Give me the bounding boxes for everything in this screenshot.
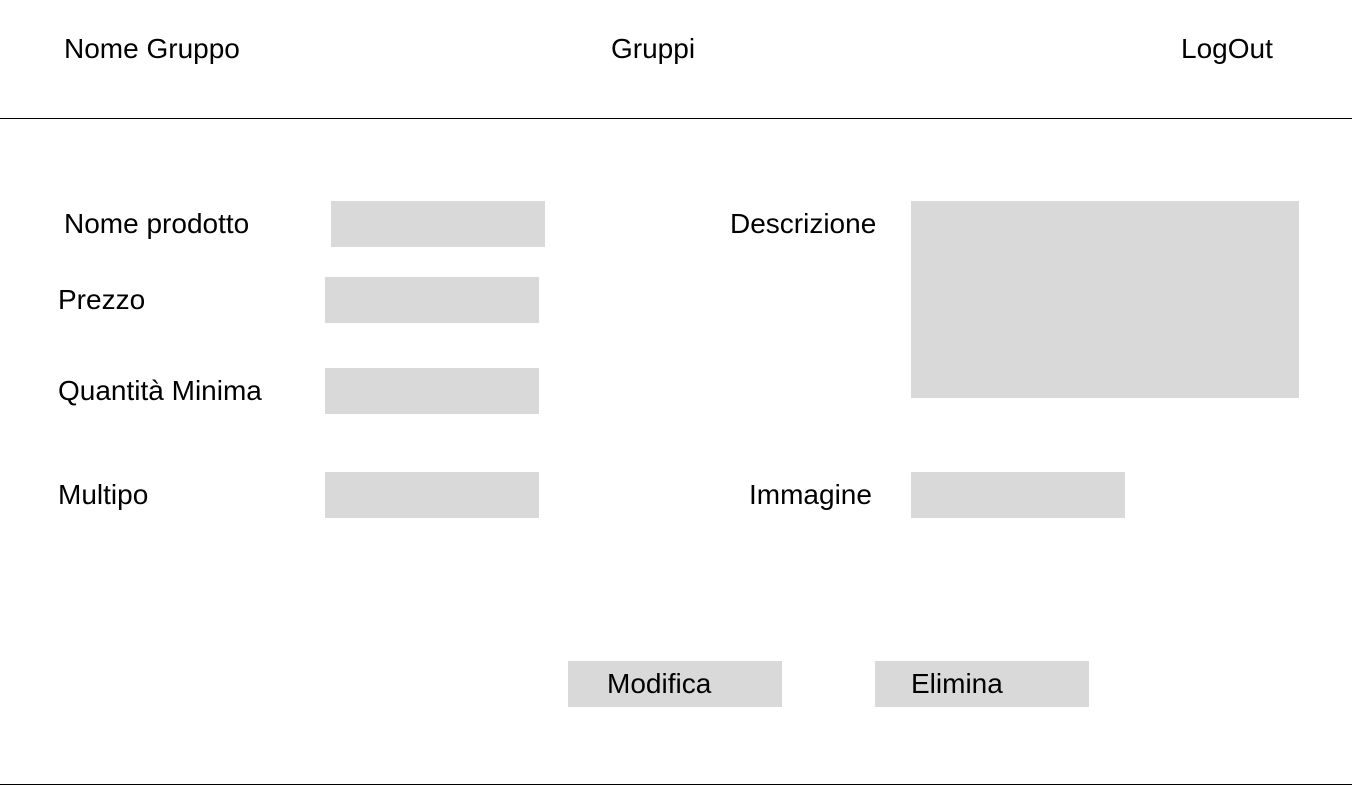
description-textarea[interactable] [911, 201, 1299, 398]
logout-link[interactable]: LogOut [1181, 33, 1273, 64]
product-name-label: Nome prodotto [64, 208, 250, 239]
delete-button-label: Elimina [911, 668, 1003, 699]
price-input[interactable] [325, 277, 539, 323]
min-quantity-label: Quantità Minima [58, 375, 262, 406]
product-name-input[interactable] [331, 201, 545, 247]
edit-button[interactable]: Modifica [568, 661, 782, 707]
delete-button[interactable]: Elimina [875, 661, 1089, 707]
multiple-label: Multipo [58, 479, 149, 510]
multiple-input[interactable] [325, 472, 539, 518]
image-label: Immagine [749, 479, 872, 510]
footer-divider [0, 784, 1352, 785]
description-label: Descrizione [730, 208, 877, 239]
edit-button-label: Modifica [607, 668, 712, 699]
group-name-link[interactable]: Nome Gruppo [64, 33, 240, 64]
image-input[interactable] [911, 472, 1125, 518]
header-divider [0, 118, 1352, 119]
min-quantity-input[interactable] [325, 368, 539, 414]
groups-link[interactable]: Gruppi [611, 33, 696, 64]
price-label: Prezzo [58, 284, 146, 315]
